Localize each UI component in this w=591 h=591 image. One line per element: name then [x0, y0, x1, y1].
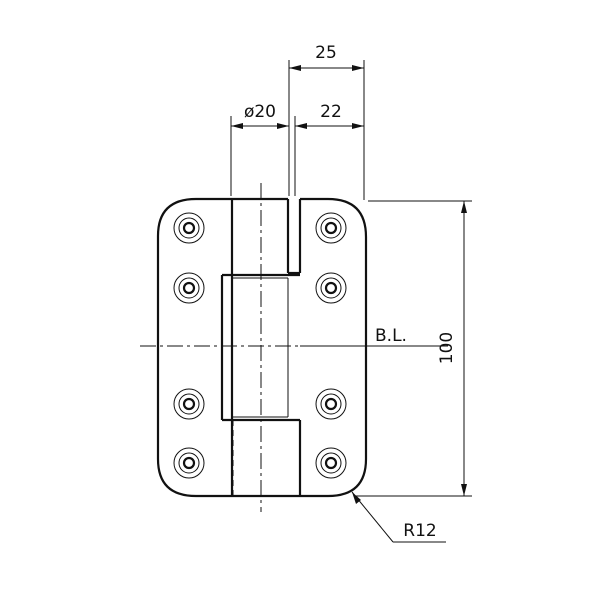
screw-hole-4 [173, 447, 205, 479]
dim-leaf-offset: 22 [320, 102, 342, 122]
screw-hole-2 [173, 272, 205, 304]
center-lines [140, 183, 448, 512]
screw-hole-6 [315, 272, 347, 304]
radius-leader: R12 [351, 491, 446, 543]
top-dimensions: 25 ø20 22 [230, 43, 365, 200]
right-leaf [300, 197, 368, 498]
dim-corner-radius: R12 [403, 521, 436, 541]
dim-pin-diameter: ø20 [244, 102, 276, 122]
dim-total-width: 25 [315, 43, 337, 63]
dim-height: 100 [437, 332, 457, 364]
screw-hole-7 [315, 388, 347, 420]
screw-holes [173, 212, 347, 479]
height-dimension: 100 [354, 200, 472, 497]
screw-hole-8 [315, 447, 347, 479]
screw-hole-5 [315, 212, 347, 244]
bearing-line-label: B.L. [375, 326, 407, 346]
screw-hole-3 [173, 388, 205, 420]
left-leaf [156, 197, 232, 498]
hinge-knuckle [220, 197, 302, 498]
screw-hole-1 [173, 212, 205, 244]
